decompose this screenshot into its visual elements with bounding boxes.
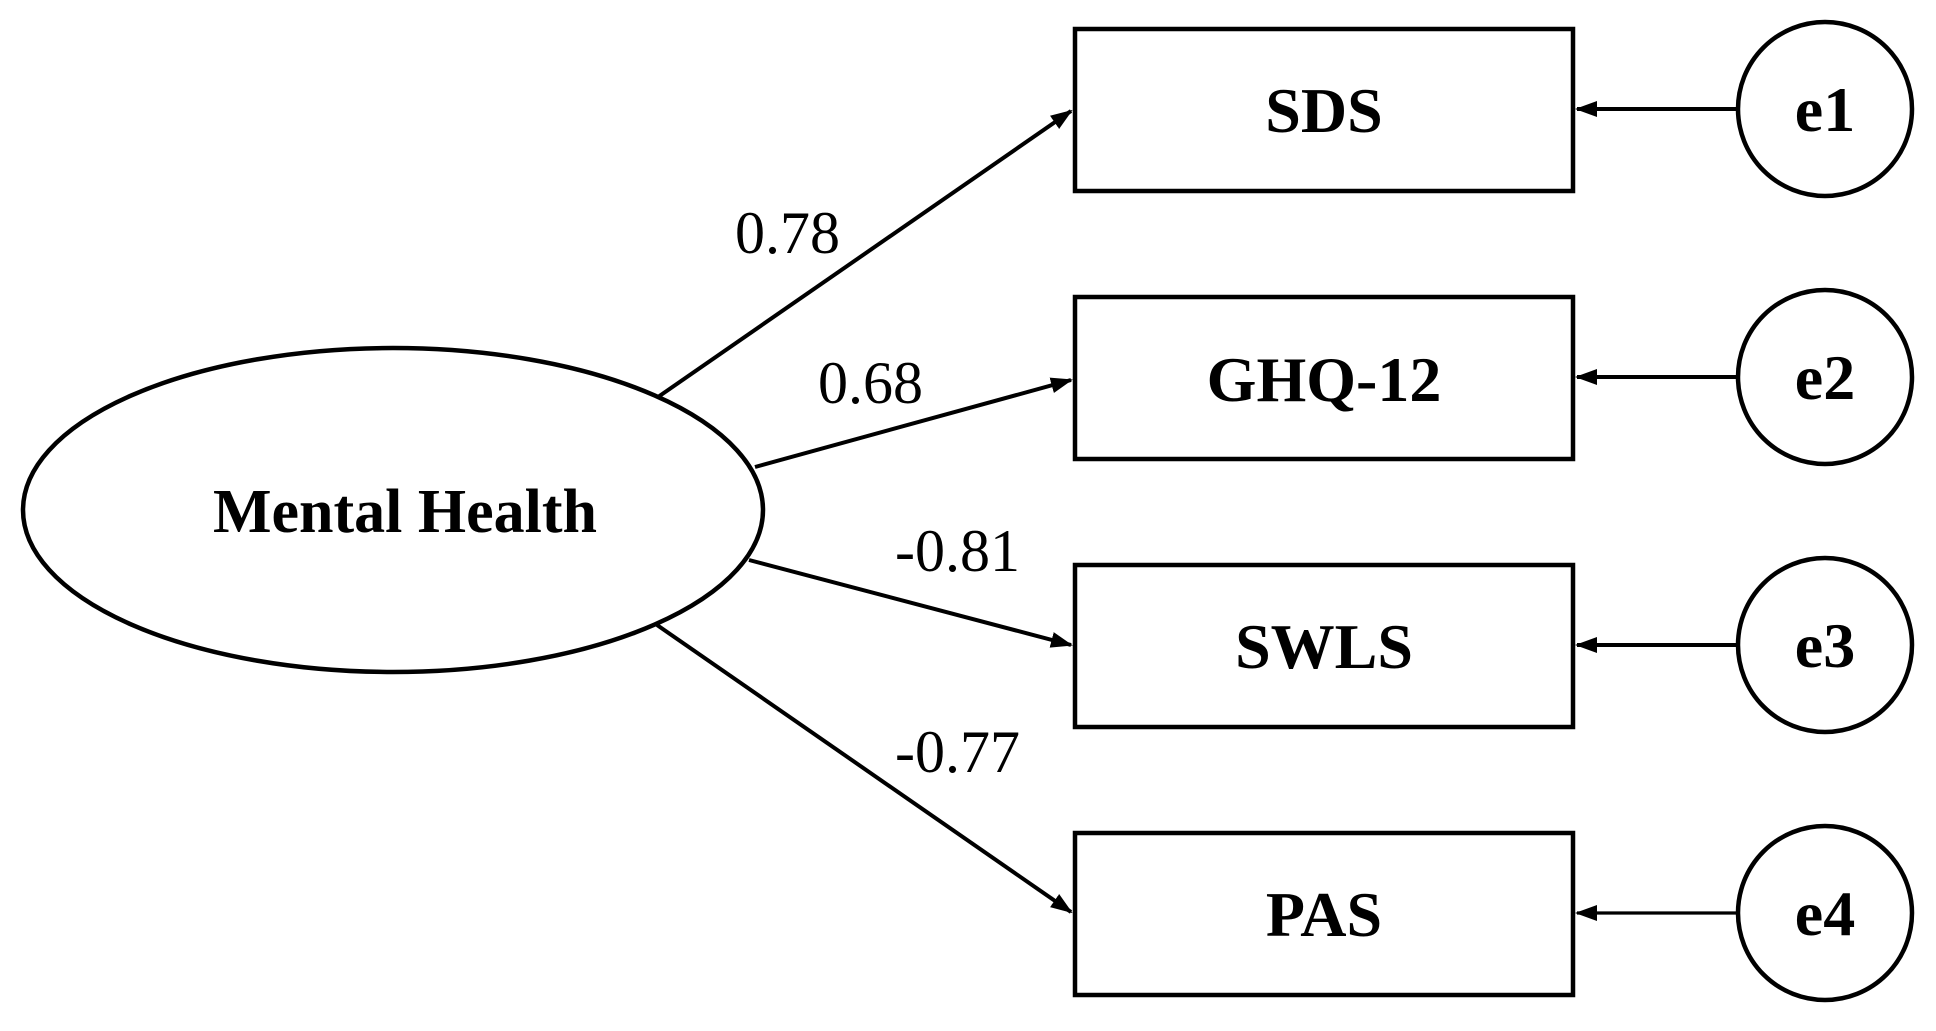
loading-label-sds: 0.78 [735,200,840,266]
error-label: e2 [1795,342,1855,413]
indicator-box [1072,562,1576,730]
indicator-node-sds: SDS [1072,26,1576,194]
indicator-node-swls: SWLS [1072,562,1576,730]
error-label: e1 [1795,74,1855,145]
loading-label-swls: -0.81 [895,518,1020,584]
path-mental-health-to-sds [656,109,1073,399]
error-label: e4 [1795,878,1855,949]
error-node-e3: e3 [1735,555,1915,735]
latent-label: Mental Health [213,478,597,546]
path-mental-health-to-ghq12 [754,377,1073,469]
error-node-e1: e1 [1735,19,1915,199]
indicator-label: SDS [1265,75,1382,146]
indicator-node-ghq12: GHQ-12 [1072,294,1576,462]
error-circle [1735,287,1915,467]
indicator-label: GHQ-12 [1207,344,1442,415]
error-node-e4: e4 [1735,823,1915,1003]
loading-label-pas: -0.77 [895,719,1020,785]
indicator-box [1072,830,1576,998]
error-circle [1735,823,1915,1003]
error-circle [1735,19,1915,199]
path-mental-health-to-pas [655,623,1073,914]
error-node-e2: e2 [1735,287,1915,467]
indicator-label: SWLS [1235,611,1413,682]
error-paths [1575,101,1737,921]
indicator-box [1072,294,1576,462]
path-mental-health-to-swls [748,558,1073,648]
indicator-box [1072,26,1576,194]
latent-ellipse [20,345,766,675]
loading-paths [655,109,1073,914]
latent-node-mental-health: Mental Health [20,345,766,675]
error-label: e3 [1795,610,1855,681]
indicator-label: PAS [1266,879,1382,950]
indicator-node-pas: PAS [1072,830,1576,998]
loading-labels: 0.78 0.68 -0.81 -0.77 [735,200,1020,785]
loading-label-ghq12: 0.68 [818,350,923,416]
error-circle [1735,555,1915,735]
